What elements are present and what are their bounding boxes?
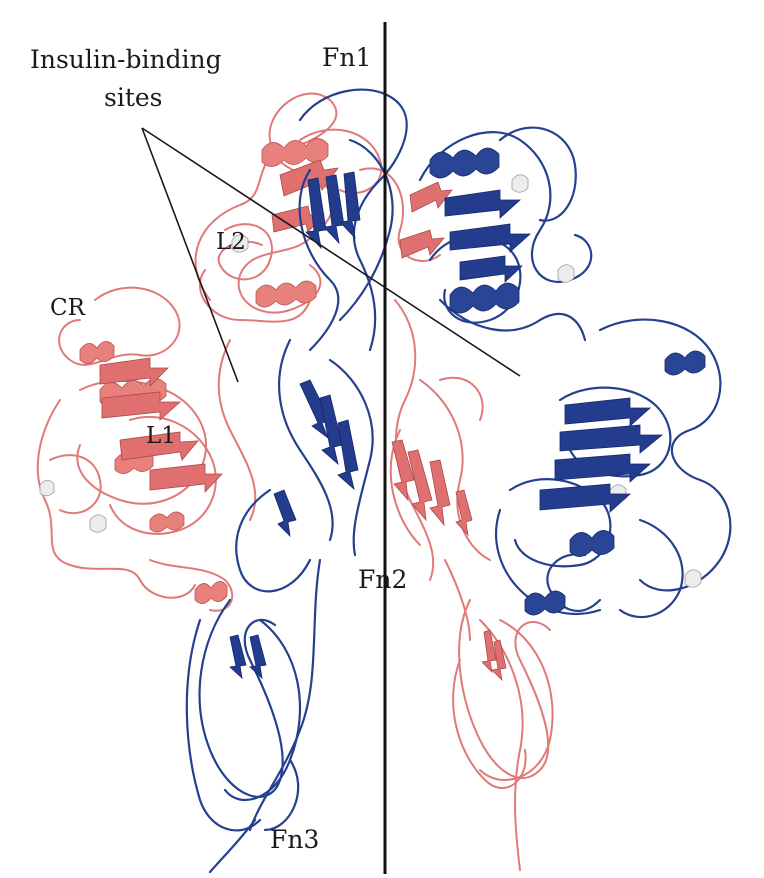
blue-fn3-domain <box>185 558 322 874</box>
insulin-binding-label-line2: sites <box>104 83 163 112</box>
red-l2-domain <box>194 92 453 323</box>
insulin-binding-pointers <box>141 127 521 383</box>
fn1-label: Fn1 <box>322 43 372 72</box>
pointer-line-l2 <box>141 127 521 377</box>
pointer-line-l1 <box>141 127 239 383</box>
red-fn3-domain <box>444 559 554 871</box>
blue-monomer <box>185 88 732 874</box>
blue-l2-domain <box>418 126 593 342</box>
insulin-binding-label-line1: Insulin-binding <box>30 45 222 74</box>
l1-label: L1 <box>146 423 176 449</box>
fn2-label: Fn2 <box>358 565 408 594</box>
blue-central-strands <box>235 88 408 593</box>
cr-label: CR <box>50 295 85 321</box>
red-central-strands <box>389 299 491 581</box>
red-monomer <box>36 92 554 871</box>
blue-l1-domain <box>495 318 732 619</box>
fn3-label: Fn3 <box>270 825 320 854</box>
l2-label: L2 <box>216 229 246 255</box>
red-l1-cr-domain <box>36 286 257 612</box>
